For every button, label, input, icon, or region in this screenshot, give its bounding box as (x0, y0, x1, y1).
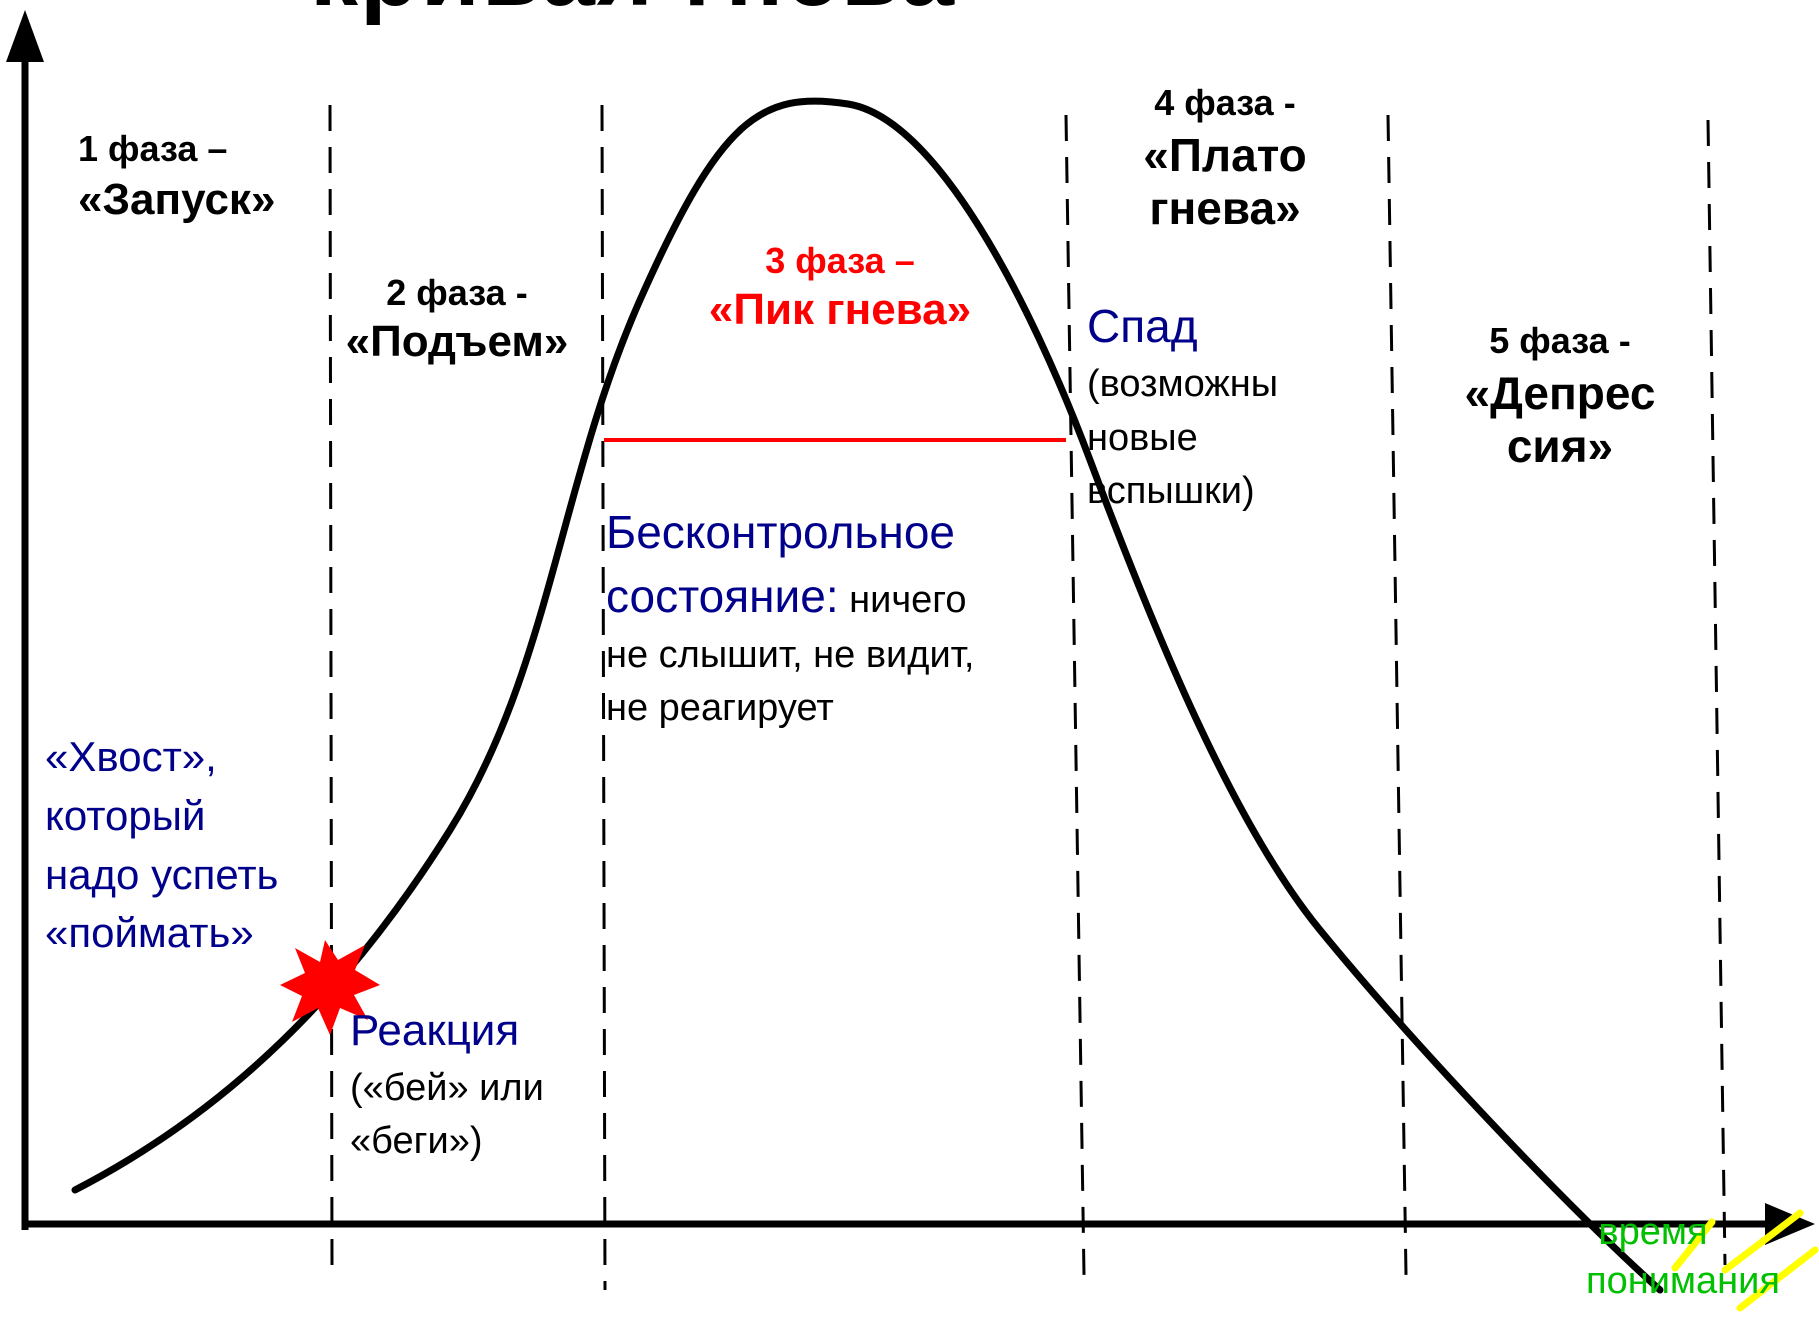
yellow-mark-3 (1736, 1246, 1819, 1312)
phase-2-name: «Подъем» (345, 317, 569, 367)
phase-3-number: 3 фаза – (765, 240, 915, 281)
uncontrolled-rest2: ничего (838, 579, 967, 622)
uncontrolled-line3: не слышит, не видит, (606, 633, 975, 676)
divider-2 (600, 104, 607, 1291)
yellow-marks (1671, 1209, 1819, 1312)
page-title: кривая гнева (310, 0, 956, 26)
uncontrolled-note: Бесконтрольное состояние: ничего не слыш… (606, 500, 974, 735)
tail-note-line1: «Хвост», (45, 733, 217, 780)
uncontrolled-line2: состояние: ничего (606, 564, 974, 628)
uncontrolled-lead2: состояние: (606, 570, 839, 623)
phase-4-label: 4 фаза - «Плато гнева» (1085, 82, 1365, 235)
phase-3-name: «Пик гнева» (708, 285, 972, 335)
decline-line4: вспышки) (1087, 469, 1255, 512)
reaction-line2: («бей» или (350, 1066, 544, 1109)
divider-5 (1706, 119, 1727, 1266)
x-axis-caption: время понимания (1548, 1208, 1818, 1307)
yellow-mark-2 (1721, 1209, 1804, 1274)
phase-2-number: 2 фаза - (386, 272, 528, 313)
phase-2-label: 2 фаза - «Подъем» (322, 272, 592, 368)
tail-note-line3: надо успеть (45, 850, 279, 898)
reaction-note: Реакция («бей» или «беги») (350, 1000, 544, 1168)
phase-5-number: 5 фаза - (1489, 320, 1631, 361)
yellow-mark-1 (1671, 1218, 1716, 1272)
decline-line2: (возможны (1087, 363, 1279, 406)
phase-dividers (328, 104, 1727, 1291)
tail-note-line4: «поймать» (45, 909, 254, 957)
phase-3-label: 3 фаза – «Пик гнева» (680, 240, 1000, 336)
phase-4-name-line1: «Плато (1143, 129, 1307, 182)
uncontrolled-line4: не реагирует (606, 686, 834, 729)
reaction-line3: «беги») (350, 1119, 483, 1162)
decline-note: Спад (возможны новые вспышки) (1087, 294, 1278, 518)
phase-1-number: 1 фаза – (78, 128, 228, 169)
phase-4-name-line2: гнева» (1149, 182, 1301, 235)
divider-1 (328, 104, 334, 1266)
uncontrolled-lead1: Бесконтрольное (606, 506, 955, 558)
divider-4 (1386, 114, 1408, 1276)
phase-5-label: 5 фаза - «Депрес сия» (1420, 320, 1700, 473)
phase-4-number: 4 фаза - (1154, 82, 1296, 123)
arrowhead-up-icon (6, 10, 44, 62)
phase-1-label: 1 фаза – «Запуск» (78, 128, 275, 226)
divider-3 (1064, 114, 1086, 1276)
anger-curve (71, 97, 1664, 1294)
phase-1-name: «Запуск» (78, 175, 276, 225)
phase-5-name-line2: сия» (1506, 420, 1614, 473)
x-axis-caption-line2: понимания (1586, 1260, 1780, 1303)
x-axis-caption-line1: время (1598, 1211, 1708, 1253)
tail-note-line2: который (45, 791, 206, 839)
decline-line3: новые (1087, 416, 1198, 459)
phase-5-name-line1: «Депрес (1464, 367, 1656, 420)
decline-title: Спад (1087, 300, 1198, 352)
tail-note: «Хвост», который надо успеть «поймать» (45, 728, 278, 963)
reaction-title: Реакция (350, 1006, 520, 1055)
explosion-burst-icon (280, 940, 380, 1035)
title-cropped: кривая гнева (310, 0, 956, 28)
